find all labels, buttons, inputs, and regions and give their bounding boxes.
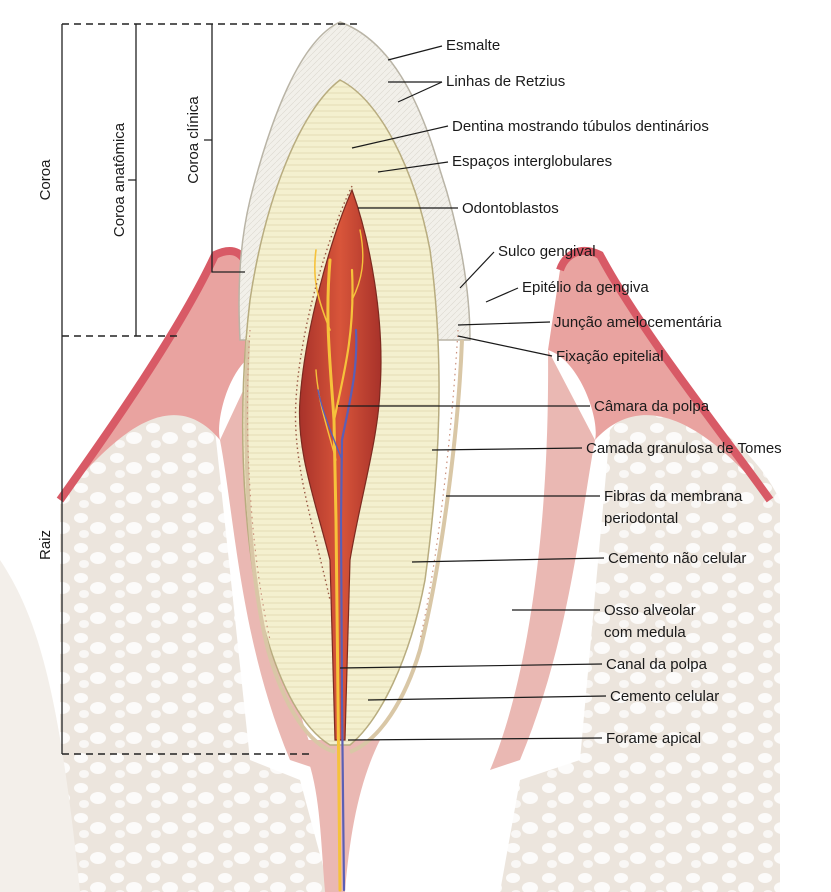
labels: Esmalte Linhas de Retzius Dentina mostra…	[446, 37, 782, 747]
label-canal-polpa: Canal da polpa	[606, 656, 708, 673]
pulp-chamber	[298, 188, 382, 741]
label-coroa-anatomica: Coroa anatômica	[111, 122, 128, 237]
label-sulco-gengival: Sulco gengival	[498, 243, 596, 260]
label-esmalte: Esmalte	[446, 37, 500, 54]
odontoblast-layer	[294, 185, 353, 601]
label-raiz: Raiz	[37, 530, 54, 560]
pulp-vessels	[313, 229, 364, 892]
label-espacos-interglobulares: Espaços interglobulares	[452, 153, 612, 170]
label-osso-alveolar: Osso alveolar	[604, 602, 696, 619]
label-com-medula: com medula	[604, 624, 686, 641]
label-camara-polpa: Câmara da polpa	[594, 398, 710, 415]
label-coroa-clinica: Coroa clínica	[185, 96, 202, 184]
label-cemento-celular: Cemento celular	[610, 688, 719, 705]
leader-lines	[338, 45, 607, 741]
brackets	[61, 23, 362, 755]
label-juncao-amelocementaria: Junção amelocementária	[554, 314, 722, 331]
label-odontoblastos: Odontoblastos	[462, 200, 559, 217]
label-fibras-periodontal: periodontal	[604, 510, 678, 527]
label-fibras-membrana: Fibras da membrana	[604, 488, 743, 505]
label-dentina: Dentina mostrando túbulos dentinários	[452, 118, 709, 135]
label-epitelio-gengiva: Epitélio da gengiva	[522, 279, 649, 296]
label-linhas-retzius: Linhas de Retzius	[446, 73, 565, 90]
cementum	[244, 339, 464, 754]
label-camada-tomes: Camada granulosa de Tomes	[586, 440, 782, 457]
label-cemento-nao-celular: Cemento não celular	[608, 550, 746, 567]
label-coroa: Coroa	[37, 159, 54, 201]
label-fixacao-epitelial: Fixação epitelial	[556, 348, 664, 365]
alveolar-bone	[0, 407, 780, 892]
label-forame-apical: Forame apical	[606, 730, 701, 747]
